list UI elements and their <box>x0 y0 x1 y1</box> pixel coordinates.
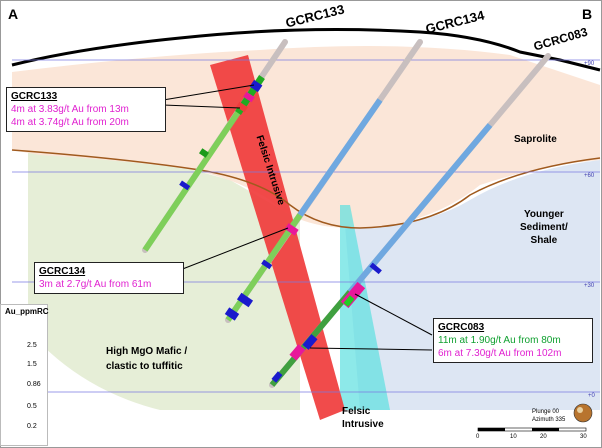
callout-gcrc134-line-1: 3m at 2.7g/t Au from 61m <box>39 279 152 290</box>
callout-gcrc133-line-2: 4m at 3.74g/t Au from 20m <box>11 117 129 128</box>
unit-label-mafic: High MgO Mafic / clastic to tuffitic <box>106 346 188 372</box>
svg-text:+0: +0 <box>588 393 596 399</box>
callout-gcrc133: GCRC133 4m at 3.83g/t Au from 13m 4m at … <box>6 87 166 132</box>
drillhole-gcrc133[interactable] <box>142 39 288 253</box>
svg-text:+30: +30 <box>584 283 595 289</box>
svg-text:20: 20 <box>540 434 547 440</box>
svg-text:+60: +60 <box>584 173 595 179</box>
callout-gcrc134-hole: GCRC134 <box>39 266 86 277</box>
legend-tick: 2.5 <box>27 342 37 349</box>
callout-gcrc083-line-2: 6m at 7.30g/t Au from 102m <box>438 348 562 359</box>
callout-leaders <box>162 84 433 351</box>
section-label-a: A <box>8 6 19 22</box>
orientation-sphere-icon <box>573 403 593 423</box>
unit-label-felsic-intrusive-lower: Felsic Intrusive <box>342 406 384 430</box>
legend-tick: 0.86 <box>27 381 41 388</box>
callout-gcrc134: GCRC134 3m at 2.7g/t Au from 61m <box>34 262 184 294</box>
scale-bar <box>477 427 587 432</box>
unit-label-younger-sediment: Younger Sediment/ Shale <box>520 209 568 246</box>
callout-gcrc083-line-1: 11m at 1.90g/t Au from 80m <box>438 335 561 346</box>
grade-legend: Au_ppmRC 2.5 1.5 0.86 0.5 0.2 <box>0 304 49 446</box>
legend-tick: 0.5 <box>27 403 37 410</box>
callout-gcrc133-hole: GCRC133 <box>11 91 58 102</box>
section-label-b: B <box>582 6 593 22</box>
felsic-intrusive-lower <box>340 205 390 410</box>
mafic-zone <box>28 110 300 410</box>
legend-tick: 0.2 <box>27 423 37 430</box>
legend-title: Au_ppmRC <box>5 307 49 316</box>
legend-tick: 1.5 <box>27 361 37 368</box>
svg-text:30: 30 <box>580 434 587 440</box>
saprolite-base-line <box>11 149 601 229</box>
topography-line <box>11 28 601 72</box>
svg-text:0: 0 <box>476 434 480 440</box>
svg-text:10: 10 <box>510 434 517 440</box>
elevation-tick-labels: +90 +60 +30 +0 <box>584 61 596 399</box>
unit-label-saprolite: Saprolite <box>514 134 557 145</box>
drillhole-gcrc083[interactable] <box>269 53 551 388</box>
callout-gcrc083: GCRC083 11m at 1.90g/t Au from 80m 6m at… <box>433 318 593 363</box>
scale-labels: 0 10 20 30 <box>476 434 587 440</box>
callout-gcrc083-hole: GCRC083 <box>438 322 485 333</box>
felsic-intrusive-red <box>210 55 345 420</box>
drillhole-gcrc134[interactable] <box>224 39 423 323</box>
orientation-sphere-highlight <box>577 407 583 413</box>
svg-text:+90: +90 <box>584 61 595 67</box>
plunge-azimuth: Plunge 00 Azimuth 335 <box>532 409 566 423</box>
callout-gcrc133-line-1: 4m at 3.83g/t Au from 13m <box>11 104 129 115</box>
